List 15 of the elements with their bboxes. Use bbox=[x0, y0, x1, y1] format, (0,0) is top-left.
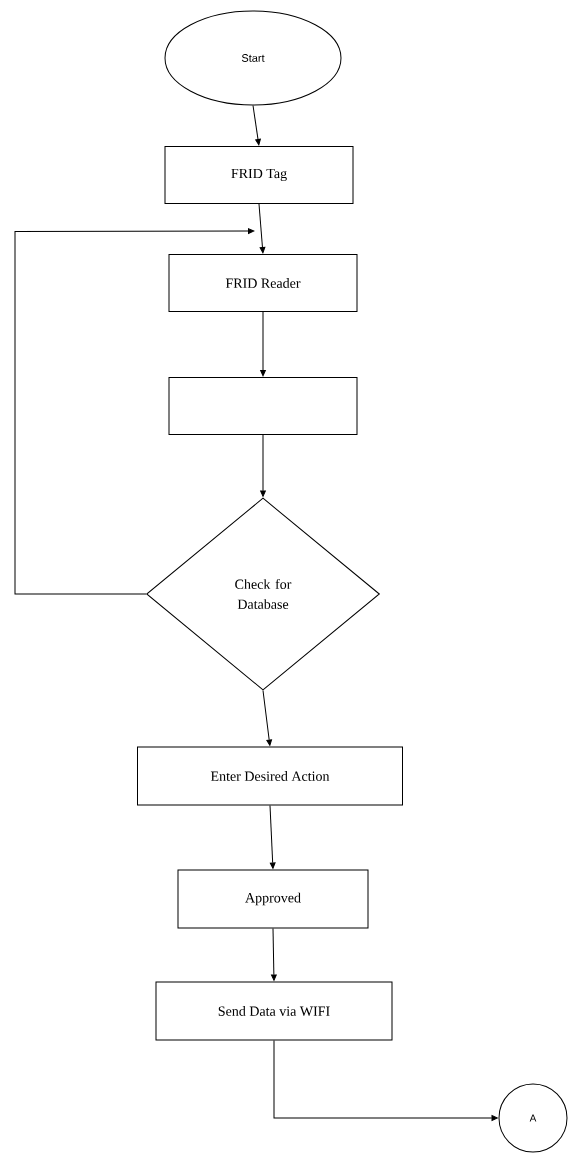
arrow bbox=[260, 434, 266, 497]
arrow bbox=[269, 805, 276, 869]
arrow bbox=[14, 228, 255, 595]
arrow bbox=[258, 203, 266, 254]
process-box: Enter Desired Action bbox=[137, 746, 403, 806]
arrow bbox=[273, 1040, 498, 1121]
arrow bbox=[262, 690, 273, 746]
process-box: FRID Reader bbox=[168, 254, 358, 312]
arrow bbox=[271, 928, 277, 981]
process-box: Approved bbox=[177, 869, 369, 929]
arrow bbox=[252, 105, 261, 146]
arrow bbox=[260, 311, 266, 377]
process-box bbox=[168, 377, 358, 435]
process-box: Send Data via WIFI bbox=[155, 981, 393, 1041]
process-box: FRID Tag bbox=[164, 146, 354, 204]
